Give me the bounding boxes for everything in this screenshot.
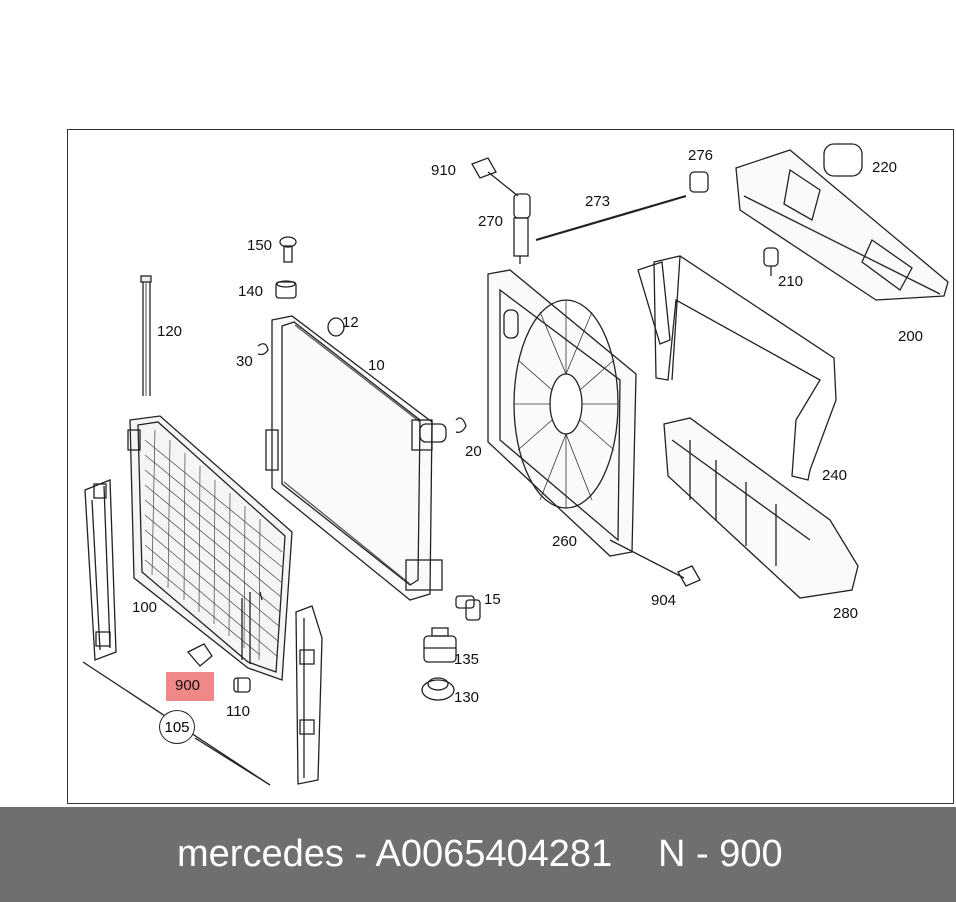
label-20: 20 [465, 443, 482, 460]
label-150: 150 [247, 237, 273, 254]
label-140: 140 [238, 283, 264, 300]
label-105-circle: 105 [159, 710, 195, 744]
label-280: 280 [833, 605, 859, 622]
part-200-cover [735, 149, 949, 301]
part-240-frame [637, 255, 837, 481]
part-12-oring [327, 317, 345, 337]
label-910: 910 [431, 162, 457, 179]
label-10: 10 [368, 357, 385, 374]
part-100-condenser [127, 415, 293, 681]
part-900-tag [186, 643, 213, 667]
part-105-right-bracket [295, 605, 323, 785]
label-30: 30 [236, 353, 253, 370]
part-273-cable [535, 194, 687, 242]
label-130: 130 [454, 689, 480, 706]
part-30-clip [257, 343, 269, 356]
leader-105-right [194, 737, 271, 786]
label-270: 270 [478, 213, 504, 230]
part-140-grommet [275, 280, 297, 299]
part-280-duct [663, 417, 859, 599]
diagram-frame [67, 129, 954, 804]
label-900: 900 [175, 677, 201, 694]
part-120-rod [140, 275, 152, 396]
part-20-clip [455, 417, 467, 434]
label-135: 135 [454, 651, 480, 668]
label-100: 100 [132, 599, 158, 616]
label-273: 273 [585, 193, 611, 210]
part-210-clip [763, 247, 779, 276]
highlight-box-900 [166, 672, 214, 701]
footer-position: N - 900 [658, 833, 783, 875]
footer-bar: mercedes - A0065404281 N - 900 [0, 807, 956, 902]
part-130-cap [421, 677, 455, 701]
label-15: 15 [484, 591, 501, 608]
label-240: 240 [822, 467, 848, 484]
part-15-sensor [455, 595, 481, 621]
label-276: 276 [688, 147, 714, 164]
label-120: 120 [157, 323, 183, 340]
part-276-clip [689, 171, 709, 193]
label-210: 210 [778, 273, 804, 290]
part-904-tag [677, 565, 701, 587]
part-105-left-bracket [84, 479, 117, 661]
part-260-fan [487, 269, 637, 557]
label-12: 12 [342, 314, 359, 331]
leader-904 [609, 539, 685, 579]
footer-brand-part: mercedes - A0065404281 [177, 833, 613, 875]
part-110-plug [233, 677, 251, 693]
part-910-tag [471, 157, 497, 179]
leader-910 [487, 171, 519, 197]
label-200: 200 [898, 328, 924, 345]
label-904: 904 [651, 592, 677, 609]
label-110: 110 [226, 703, 250, 720]
part-10-radiator [265, 315, 447, 601]
part-270-sensor [513, 193, 531, 264]
label-260: 260 [552, 533, 578, 550]
part-135-cap [423, 627, 457, 663]
part-150-clip [279, 236, 297, 263]
label-220: 220 [872, 159, 898, 176]
part-220-seal [823, 143, 863, 177]
